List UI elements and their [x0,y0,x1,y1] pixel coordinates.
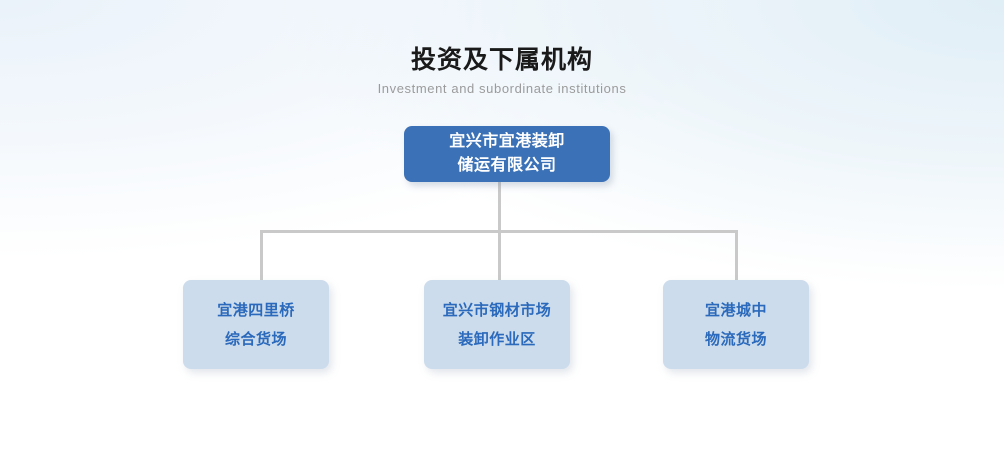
page-header: 投资及下属机构 Investment and subordinate insti… [0,44,1004,98]
page-title: 投资及下属机构 [410,46,593,74]
org-node-child-1-line-2: 综合货场 [224,330,287,348]
org-node-child-3-line-2: 物流货场 [704,330,767,348]
org-node-root[interactable]: 宜兴市宜港装卸 储运有限公司 [404,126,610,182]
page-subtitle: Investment and subordinate institutions [377,81,627,96]
org-node-root-line-2: 储运有限公司 [457,157,557,174]
org-node-child-1-line-1: 宜港四里桥 [217,301,295,319]
org-node-child-2[interactable]: 宜兴市钢材市场 装卸作业区 [424,280,570,369]
org-node-child-1[interactable]: 宜港四里桥 综合货场 [183,280,329,369]
org-node-root-line-1: 宜兴市宜港装卸 [449,133,565,150]
org-node-child-3[interactable]: 宜港城中 物流货场 [663,280,809,369]
org-node-child-3-line-1: 宜港城中 [704,301,767,319]
org-node-child-2-line-2: 装卸作业区 [458,330,536,348]
org-node-child-2-line-1: 宜兴市钢材市场 [442,301,552,319]
